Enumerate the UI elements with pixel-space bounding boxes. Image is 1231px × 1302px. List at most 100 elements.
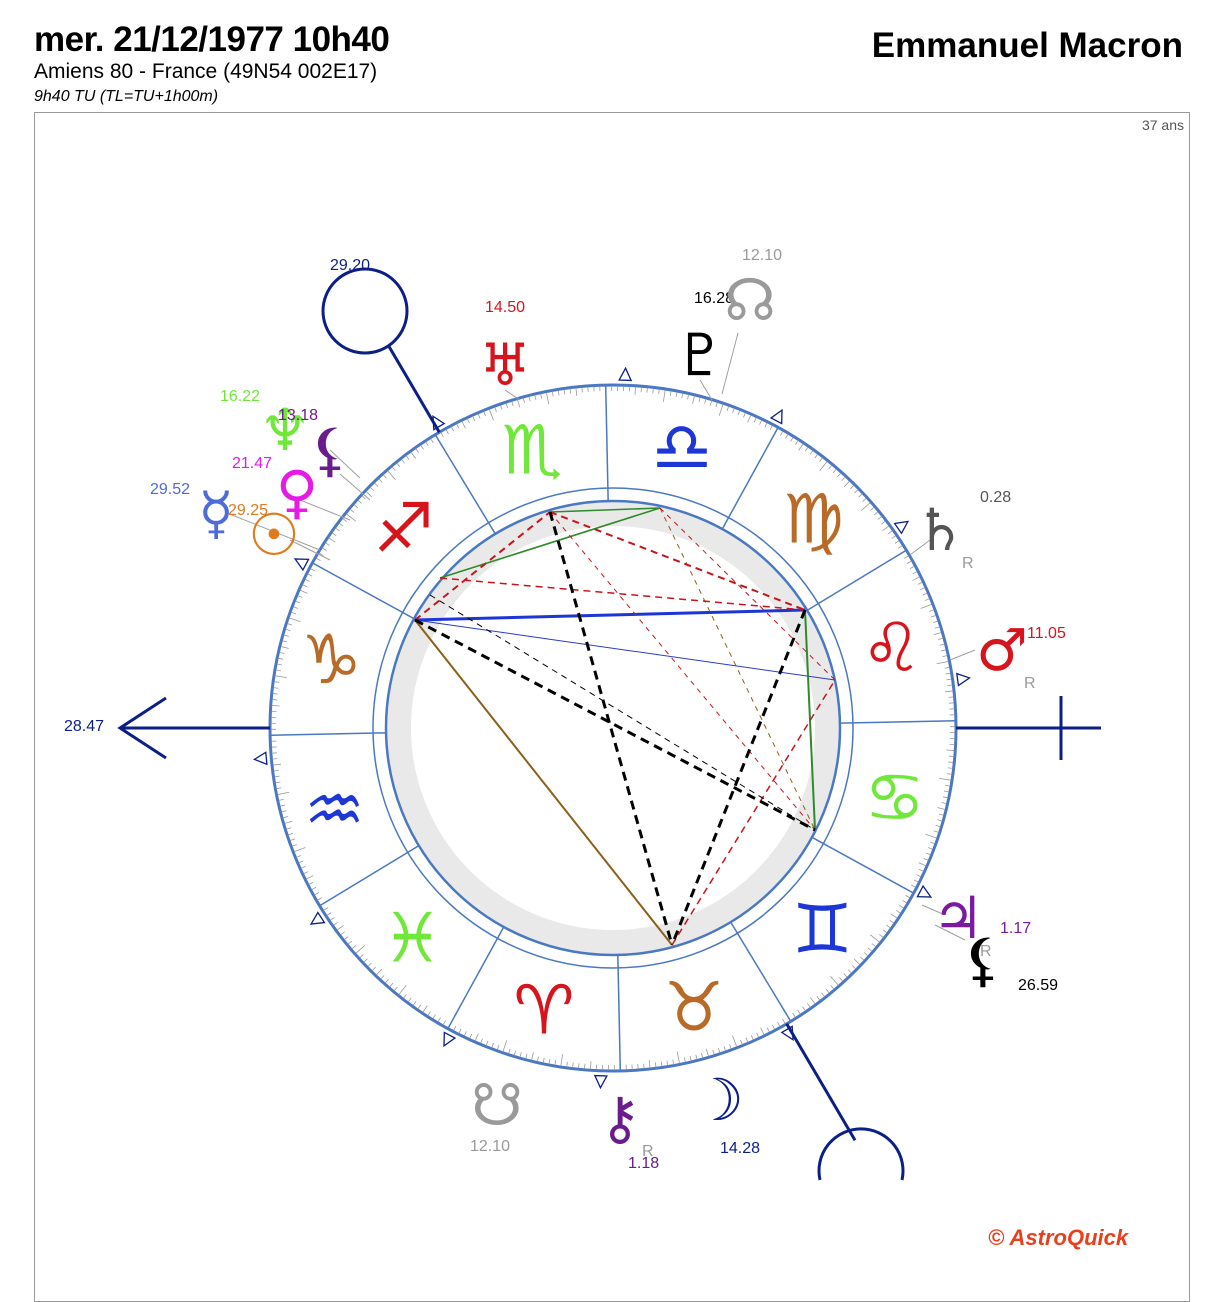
degree-tick <box>868 948 872 951</box>
degree-tick <box>356 945 365 953</box>
degree-tick <box>732 1036 736 1047</box>
degree-tick <box>684 1057 685 1062</box>
degree-tick <box>933 621 938 623</box>
degree-tick <box>870 507 874 510</box>
degree-tick <box>940 644 945 645</box>
degree-tick <box>928 848 933 850</box>
degree-tick <box>891 914 898 918</box>
degree-tick <box>810 451 813 455</box>
degree-tick <box>300 590 307 593</box>
degree-tick <box>383 475 386 479</box>
degree-tick <box>348 941 352 944</box>
degree-tick <box>475 1034 478 1041</box>
degree-tick <box>895 541 899 544</box>
zodiac-sign-libra-icon: ♎ <box>652 408 713 487</box>
degree-tick <box>936 825 941 826</box>
degree-tick <box>844 974 847 978</box>
degree-tick <box>570 389 571 394</box>
degree-tick <box>462 421 466 428</box>
house-cusp-marker <box>444 1032 455 1045</box>
aspect-line <box>415 620 835 680</box>
degree-tick <box>670 391 671 396</box>
degree-tick <box>497 1045 499 1050</box>
degree-tick <box>810 997 815 1003</box>
sign-divider <box>270 733 386 735</box>
degree-tick <box>281 811 286 812</box>
mars-icon: ♂ <box>976 616 1028 684</box>
degree-tick <box>939 814 944 815</box>
degree-tick <box>397 463 400 467</box>
degree-tick <box>903 900 907 903</box>
degree-tick <box>888 531 892 534</box>
degree-tick <box>358 500 362 503</box>
degree-tick <box>945 667 950 668</box>
degree-tick <box>676 392 677 397</box>
degree-tick <box>295 601 300 603</box>
degree-tick <box>926 853 931 855</box>
degree-tick <box>279 799 284 800</box>
degree-tick <box>279 652 284 653</box>
sign-divider <box>320 846 419 906</box>
degree-tick <box>275 782 280 783</box>
degree-tick <box>886 925 890 928</box>
degree-tick <box>878 516 882 519</box>
degree-tick <box>930 842 935 844</box>
degree-tick <box>289 618 300 622</box>
degree-tick <box>934 831 939 833</box>
sign-divider <box>606 385 608 501</box>
degree-tick <box>308 574 312 576</box>
degree-tick <box>682 393 683 398</box>
degree-tick <box>925 599 930 601</box>
house-cusp-marker <box>619 368 631 380</box>
degree-tick <box>413 1001 416 1005</box>
north-node-degree: 12.10 <box>742 247 782 264</box>
degree-tick <box>324 908 328 911</box>
degree-tick <box>899 905 903 908</box>
degree-tick <box>286 828 291 829</box>
degree-tick <box>549 1059 550 1064</box>
jupiter-degree: 1.17 <box>1000 920 1031 937</box>
degree-tick <box>454 1026 456 1030</box>
moon-icon: ☽ <box>692 1066 744 1134</box>
house-cusp-marker <box>254 752 266 764</box>
degree-tick <box>883 930 887 933</box>
degree-tick <box>451 427 453 431</box>
moon-degree: 14.28 <box>720 1140 760 1157</box>
degree-tick <box>277 664 282 665</box>
mercury-degree: 29.52 <box>150 481 190 498</box>
degree-tick <box>285 821 293 823</box>
degree-tick <box>315 893 319 895</box>
degree-tick <box>673 1060 674 1065</box>
degree-tick <box>743 413 745 418</box>
degree-tick <box>392 467 395 471</box>
degree-tick <box>941 650 946 651</box>
zodiac-inner-ring <box>373 488 853 968</box>
degree-tick <box>937 661 949 663</box>
degree-tick <box>431 439 434 443</box>
degree-tick <box>312 887 316 889</box>
degree-tick <box>879 934 883 937</box>
degree-tick <box>272 705 280 706</box>
ascendant-degree: 28.47 <box>64 718 104 735</box>
degree-tick <box>379 479 382 483</box>
aspect-line <box>415 610 805 620</box>
degree-tick <box>799 444 803 451</box>
degree-tick <box>541 394 542 399</box>
degree-tick <box>733 408 735 413</box>
degree-tick <box>327 913 331 916</box>
degree-tick <box>839 978 842 982</box>
degree-tick <box>706 1049 708 1057</box>
degree-tick <box>701 1053 702 1058</box>
degree-tick <box>663 390 665 402</box>
degree-tick <box>848 970 851 974</box>
degree-tick <box>746 1038 748 1043</box>
degree-tick <box>831 985 834 989</box>
degree-tick <box>947 774 952 775</box>
zodiac-sign-cancer-icon: ♋ <box>864 759 925 838</box>
black-moon-icon: ⚸ <box>962 926 1004 994</box>
degree-tick <box>896 910 900 913</box>
degree-tick <box>492 1043 494 1048</box>
degree-tick <box>282 641 287 642</box>
degree-tick <box>481 1039 483 1044</box>
degree-tick <box>558 390 559 395</box>
